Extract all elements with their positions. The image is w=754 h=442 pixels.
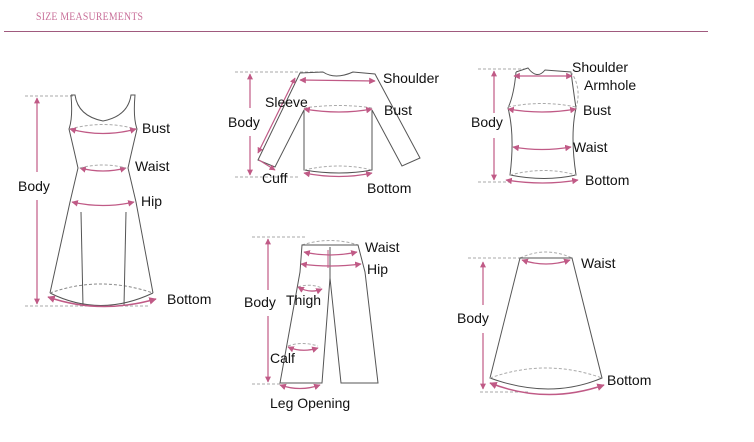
dress-bottom-label: Bottom xyxy=(167,291,212,307)
skirt-bottom-label: Bottom xyxy=(607,372,652,388)
skirt-diagram xyxy=(468,251,605,396)
dress-diagram xyxy=(25,94,157,308)
skirt-body-label: Body xyxy=(457,310,489,326)
pants-calf-label: Calf xyxy=(270,350,295,366)
pants-leg-opening-label: Leg Opening xyxy=(270,395,351,411)
top-cuff-label: Cuff xyxy=(262,170,288,186)
dress-body-label: Body xyxy=(18,178,50,194)
long-sleeve-top-diagram xyxy=(235,71,421,178)
vest-armhole-label: Armhole xyxy=(584,77,637,93)
header-divider xyxy=(4,31,708,32)
pants-diagram xyxy=(252,236,379,390)
vest-body-label: Body xyxy=(471,114,503,130)
top-bottom-label: Bottom xyxy=(367,180,412,196)
top-sleeve-label: Sleeve xyxy=(265,94,308,110)
vest-bust-label: Bust xyxy=(583,102,612,118)
top-shoulder-label: Shoulder xyxy=(383,70,440,86)
sleeveless-top-diagram xyxy=(478,67,579,185)
pants-body-label: Body xyxy=(244,294,276,310)
pants-hip-label: Hip xyxy=(367,261,389,277)
top-bust-label: Bust xyxy=(384,102,413,118)
vest-waist-label: Waist xyxy=(573,139,608,155)
dress-bust-label: Bust xyxy=(142,120,171,136)
vest-shoulder-label: Shoulder xyxy=(572,59,629,75)
pants-thigh-label: Thigh xyxy=(286,292,322,308)
pants-waist-label: Waist xyxy=(365,239,400,255)
skirt-waist-label: Waist xyxy=(581,255,616,271)
dress-hip-label: Hip xyxy=(141,193,163,209)
top-body-label: Body xyxy=(228,114,260,130)
page-title: SIZE MEASUREMENTS xyxy=(36,11,144,23)
dress-waist-label: Waist xyxy=(135,158,170,174)
vest-bottom-label: Bottom xyxy=(585,172,630,188)
